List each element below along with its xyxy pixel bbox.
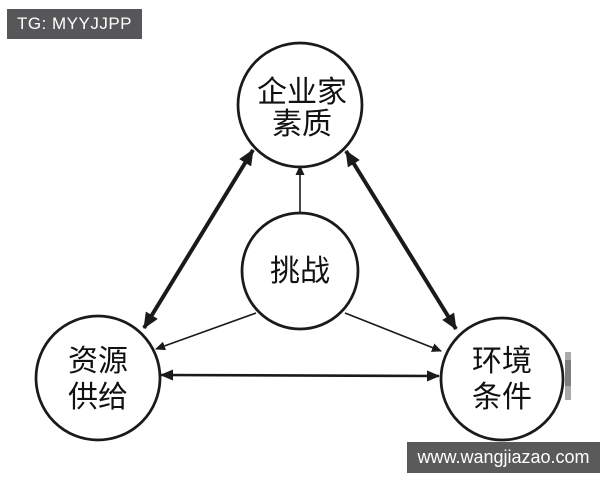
node-environment-conditions-label-line2: 条件	[472, 381, 532, 414]
node-resource-supply-label-line1: 资源	[68, 345, 128, 378]
node-resource-supply-label-line2: 供给	[68, 381, 128, 414]
node-resource-supply	[34, 314, 162, 442]
edge-top-to-left	[142, 148, 255, 330]
node-environment-conditions-label-line1: 环境	[472, 345, 532, 378]
scrollbar-artifact	[565, 352, 571, 400]
node-entrepreneur-quality-label-line2: 素质	[272, 108, 332, 141]
edge-challenge-to-right	[344, 312, 442, 352]
node-challenge-label: 挑战	[270, 255, 330, 288]
node-environment-conditions	[439, 316, 565, 442]
edge-top-to-right	[344, 149, 458, 331]
watermark-label: www.wangjiazao.com	[407, 442, 600, 473]
edge-left-to-right	[160, 369, 440, 382]
node-entrepreneur-quality-label-line1: 企业家	[257, 76, 347, 109]
tg-tag-label: TG: MYYJJPP	[7, 9, 142, 39]
edge-challenge-to-left	[155, 312, 257, 351]
